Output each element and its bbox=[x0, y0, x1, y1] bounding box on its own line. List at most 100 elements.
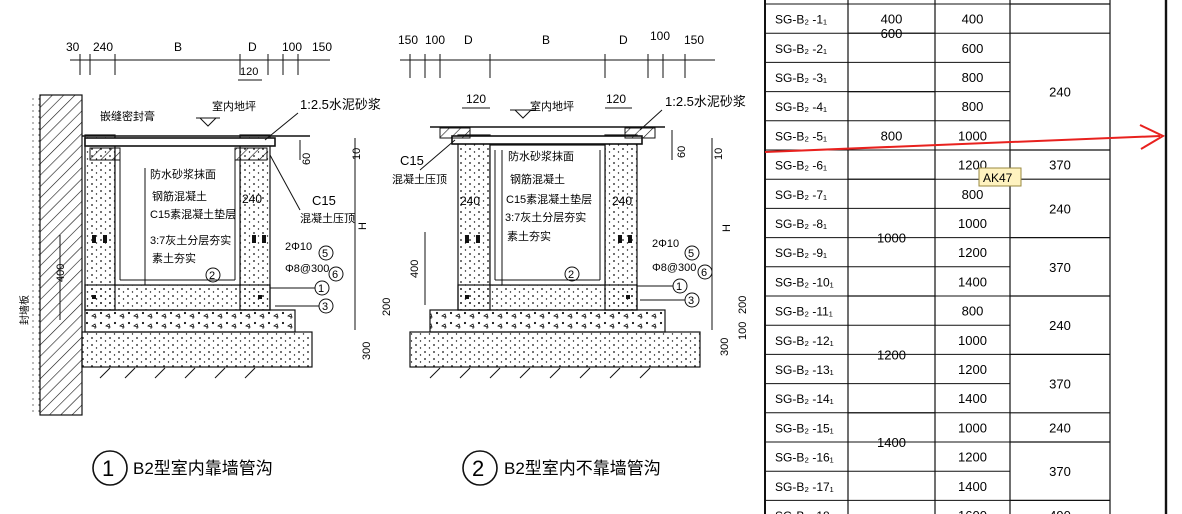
table-code-7: SG-B₂ -7₁ bbox=[775, 188, 827, 202]
d2-dim-120b: 120 bbox=[606, 92, 626, 106]
table-h-12: 1000 bbox=[958, 333, 987, 348]
d2-dim-120a: 120 bbox=[466, 92, 486, 106]
red-arrow-annotation[interactable] bbox=[764, 124, 1166, 153]
comment-tag-label: AK47 bbox=[983, 171, 1013, 185]
table-code-15: SG-B₂ -15₁ bbox=[775, 421, 834, 435]
d1-dim-120: 120 bbox=[240, 66, 258, 78]
table-code-11: SG-B₂ -11₁ bbox=[775, 305, 833, 319]
table-h-16: 1200 bbox=[958, 450, 987, 465]
d1-lime-soil bbox=[81, 331, 313, 368]
table-t-16: 370 bbox=[1049, 464, 1071, 479]
table-code-10: SG-B₂ -10₁ bbox=[775, 275, 834, 289]
d2-title-num: 2 bbox=[472, 456, 484, 481]
d2-dim-200: 200 bbox=[737, 296, 749, 314]
d2-callout-6: 6 bbox=[701, 267, 707, 279]
table-code-2: SG-B₂ -2₁ bbox=[775, 42, 827, 56]
d1-c15-pad bbox=[84, 309, 296, 333]
d2-dim-100: 100 bbox=[737, 322, 749, 340]
d1-dim-b: B bbox=[174, 40, 182, 54]
d2-label-compacted: 素土夯实 bbox=[507, 229, 551, 243]
d2-dim-100a: 100 bbox=[425, 33, 445, 47]
d2-dim-150b: 150 bbox=[684, 33, 704, 47]
table-h-3: 800 bbox=[962, 70, 984, 85]
d2-cover-slab bbox=[451, 135, 643, 145]
table-h-2: 600 bbox=[962, 41, 984, 56]
d2-label-lime: 3:7灰土分层夯实 bbox=[505, 210, 586, 224]
d2-dim-100b: 100 bbox=[650, 29, 670, 43]
d2-label-floor: 室内地坪 bbox=[530, 99, 574, 113]
table-b-16: 1400 bbox=[877, 435, 906, 450]
d2-dim-da: D bbox=[464, 33, 473, 47]
table-t-9: 370 bbox=[1049, 260, 1071, 275]
d1-label-coping: 混凝土压顶 bbox=[300, 211, 355, 225]
table-h-1: 400 bbox=[962, 12, 984, 27]
table-h-10: 1400 bbox=[958, 274, 987, 289]
d1-existing-wall bbox=[39, 94, 83, 416]
d2-callout-1: 1 bbox=[676, 281, 682, 293]
d1-callout-1: 1 bbox=[318, 283, 324, 295]
d2-right-wall bbox=[604, 134, 638, 311]
d2-dim-10: 10 bbox=[713, 148, 725, 160]
d1-label-compacted: 素土夯实 bbox=[152, 251, 196, 265]
d2-dim-240b: 240 bbox=[612, 194, 632, 208]
table-code-4: SG-B₂ -4₁ bbox=[775, 100, 827, 114]
d2-channel bbox=[489, 144, 606, 286]
table-h-8: 1000 bbox=[958, 216, 987, 231]
d1-floor-slab bbox=[84, 284, 271, 311]
d1-title-circle bbox=[92, 450, 128, 486]
d1-label-lime: 3:7灰土分层夯实 bbox=[150, 233, 231, 247]
d2-dim-150a: 150 bbox=[398, 33, 418, 47]
table-code-3: SG-B₂ -3₁ bbox=[775, 71, 827, 85]
d1-label-floor: 室内地坪 bbox=[212, 99, 256, 113]
table-code-17: SG-B₂ -17₁ bbox=[775, 480, 834, 494]
d1-dim-240b: 240 bbox=[242, 192, 262, 206]
d2-dim-300: 300 bbox=[719, 338, 731, 356]
table-code-14: SG-B₂ -14₁ bbox=[775, 392, 834, 406]
d2-label-c15: C15 bbox=[400, 153, 424, 168]
d1-dim-h: H bbox=[357, 222, 369, 230]
table-code-5: SG-B₂ -5₁ bbox=[775, 129, 827, 143]
table-b-9: 1000 bbox=[877, 231, 906, 246]
d2-floor-slab bbox=[457, 284, 638, 311]
detail-2: 150 100 D B D 100 150 120 120 bbox=[392, 29, 749, 486]
table-t-11: 240 bbox=[1049, 318, 1071, 333]
table-t-3: 240 bbox=[1049, 85, 1071, 100]
d1-label-rc: 钢筋混凝土 bbox=[152, 189, 207, 203]
d2-lime-soil bbox=[409, 331, 701, 368]
d1-dim-100: 100 bbox=[282, 40, 302, 54]
table-h-17: 1400 bbox=[958, 479, 987, 494]
table-code-12: SG-B₂ -12₁ bbox=[775, 334, 834, 348]
d1-dim-10: 10 bbox=[351, 148, 363, 160]
d1-cover-slab bbox=[84, 137, 276, 147]
d2-c15-pad bbox=[429, 309, 666, 333]
table-code-9: SG-B₂ -9₁ bbox=[775, 246, 827, 260]
table-h-11: 800 bbox=[962, 304, 984, 319]
d2-label-rc: 钢筋混凝土 bbox=[510, 172, 565, 186]
d2-label-coping: 混凝土压顶 bbox=[392, 172, 447, 186]
table-h-14: 1400 bbox=[958, 391, 987, 406]
d1-callout-5: 5 bbox=[322, 248, 328, 260]
d2-title: B2型室内不靠墙管沟 bbox=[504, 459, 661, 478]
d1-label-c15pad: C15素混凝土垫层 bbox=[150, 207, 236, 221]
table-h-9: 1200 bbox=[958, 245, 987, 260]
table-t-18: 490 bbox=[1049, 508, 1071, 514]
d1-left-wall bbox=[84, 134, 116, 311]
d2-dim-b: B bbox=[542, 33, 550, 47]
d1-label-mortar: 1:2.5水泥砂浆 bbox=[300, 97, 381, 112]
d2-left-wall bbox=[457, 134, 491, 311]
d1-dim-150: 150 bbox=[312, 40, 332, 54]
table-t-13: 370 bbox=[1049, 377, 1071, 392]
table-t-15: 240 bbox=[1049, 420, 1071, 435]
comment-tag[interactable]: AK47 bbox=[978, 167, 1022, 187]
table-b-13: 1200 bbox=[877, 347, 906, 362]
table-code-8: SG-B₂ -8₁ bbox=[775, 217, 827, 231]
table-b-2: 600 bbox=[881, 26, 903, 41]
table-code-18: SG-B₂ -18₁ bbox=[775, 509, 834, 514]
d2-callout-3: 3 bbox=[688, 295, 694, 307]
table-b-5: 800 bbox=[881, 128, 903, 143]
d2-dim-h: H bbox=[721, 224, 733, 232]
d2-label-mortar: 1:2.5水泥砂浆 bbox=[665, 94, 746, 109]
d1-callout-3: 3 bbox=[322, 301, 328, 313]
d1-label-waterproof: 防水砂浆抹面 bbox=[150, 167, 216, 181]
